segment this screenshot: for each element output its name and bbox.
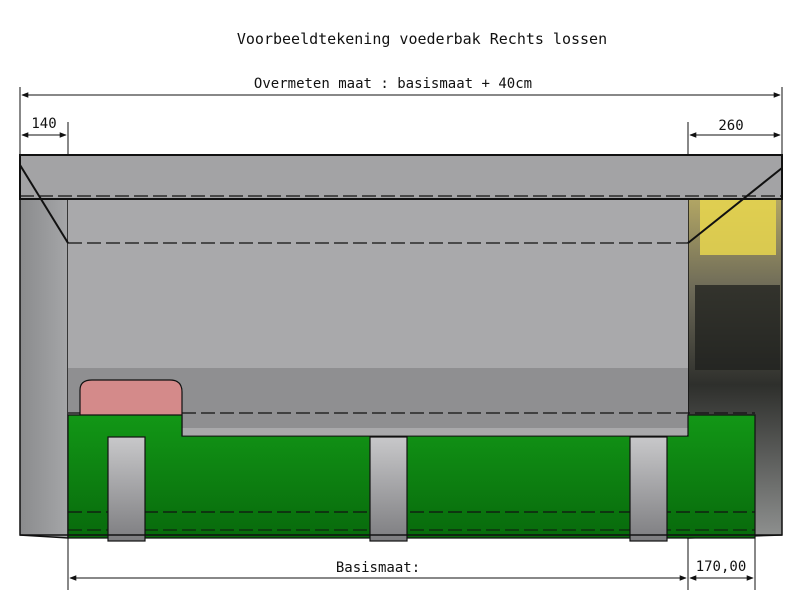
support-leg-right [629,436,668,542]
hopper-left-slant [19,164,69,244]
left-offset-dimension: 140 [21,116,69,160]
hopper-right-slant [687,167,783,244]
hopper-top-band [19,154,783,200]
left-offset-label: 140 [31,116,56,132]
right-offset-bottom-label: 170,00 [696,559,747,575]
support-leg-left [107,436,146,542]
drawing-title: Voorbeeldtekening voederbak Rechts losse… [237,30,607,48]
base-dimension-label: Basismaat: [336,560,420,576]
overall-dimension: Overmeten maat : basismaat + 40cm [19,76,783,160]
right-panel-yellow-object [700,195,776,255]
green-trough [67,414,756,539]
right-offset-bottom-dimension: 170,00 [689,538,756,590]
right-panel-dark-object [695,285,780,370]
right-offset-top-label: 260 [718,118,743,134]
overall-dimension-label: Overmeten maat : basismaat + 40cm [254,76,532,92]
support-leg-middle [369,436,408,542]
left-side-panel [19,154,69,539]
base-dimension: Basismaat: [67,538,689,590]
right-offset-top-dimension: 260 [687,118,781,160]
